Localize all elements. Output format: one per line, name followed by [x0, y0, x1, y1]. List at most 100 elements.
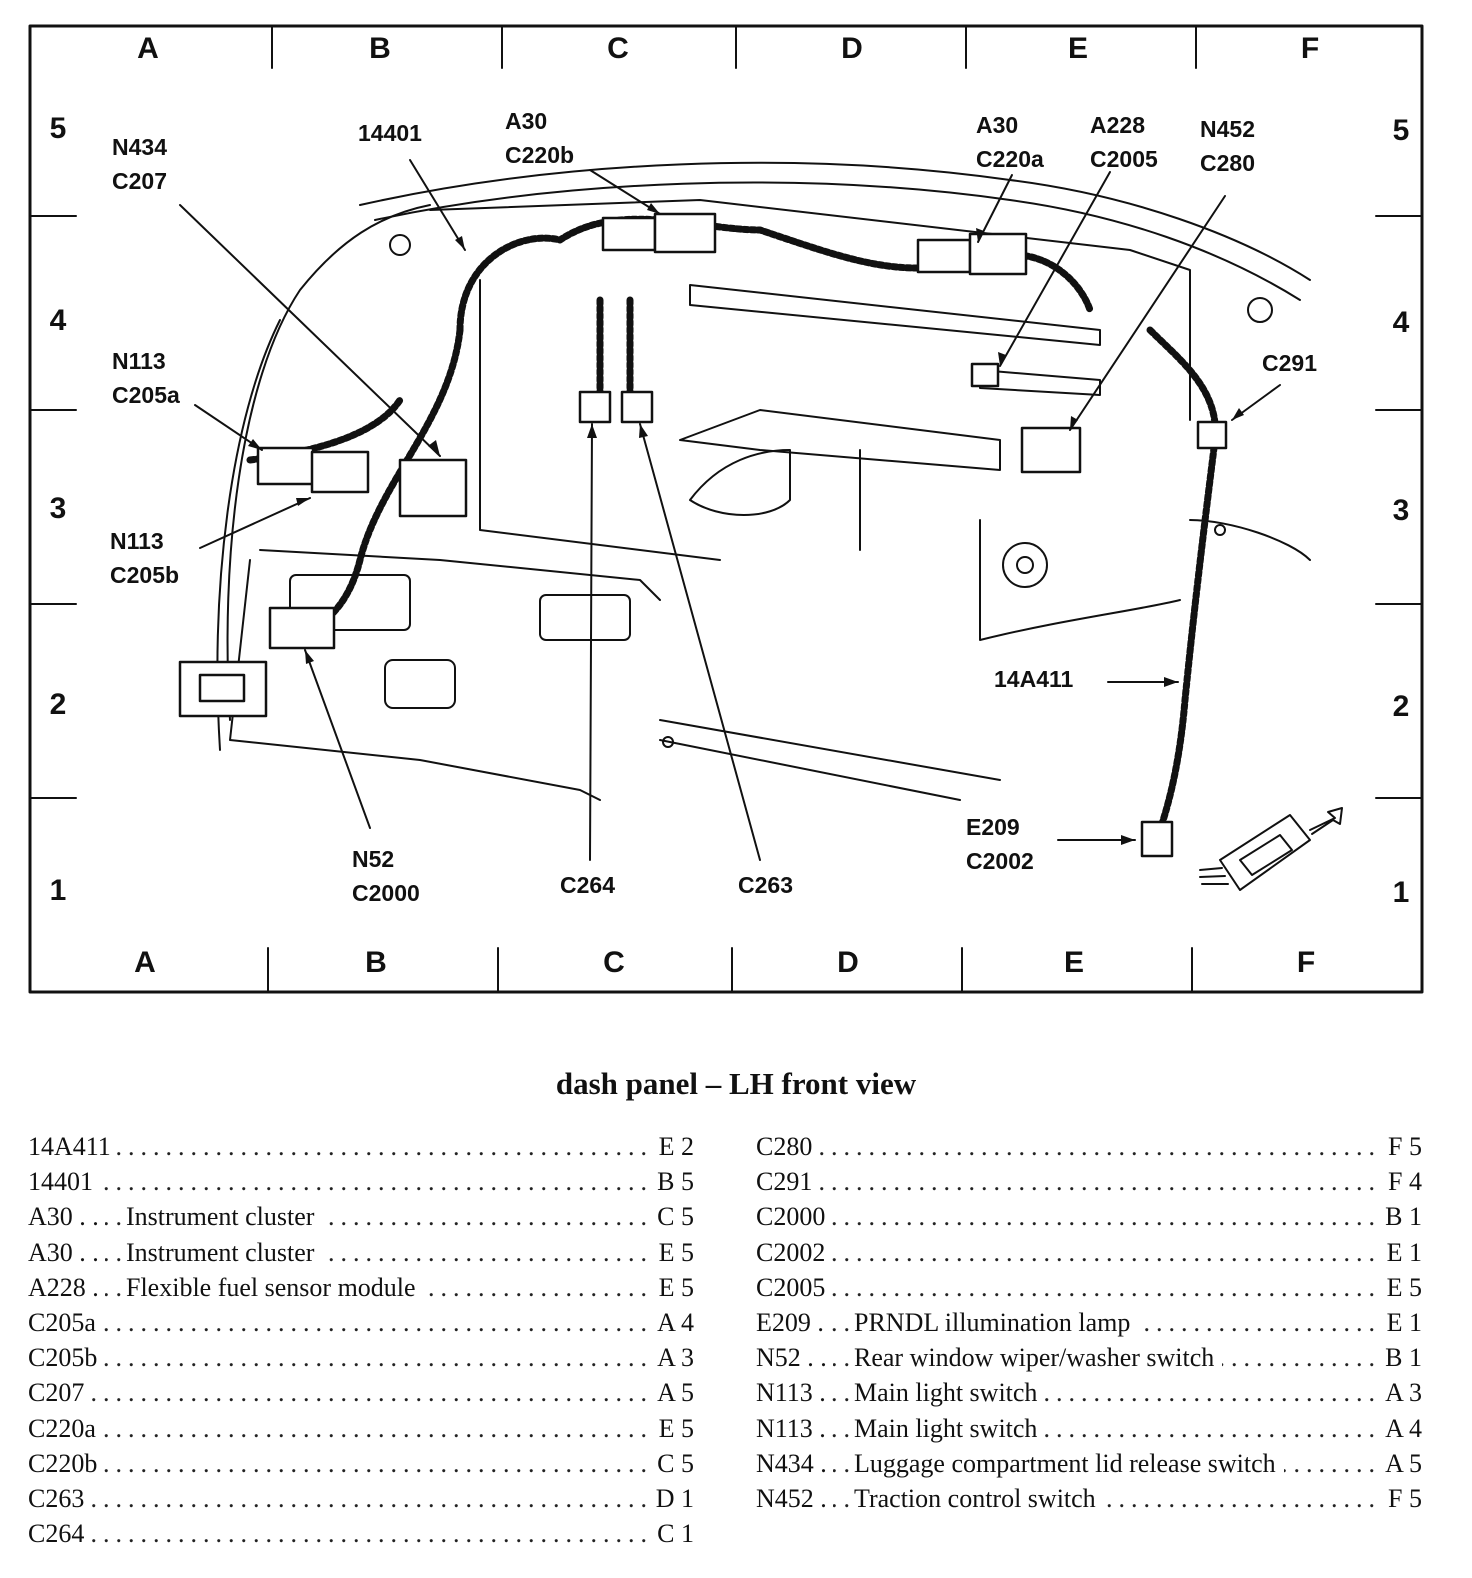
leader-dots: ........................................…	[28, 1483, 654, 1513]
legend-grid-location: E 5	[652, 1234, 694, 1270]
legend-row: ........................................…	[756, 1375, 1422, 1411]
legend-code: C263	[28, 1480, 91, 1516]
legend-description: Main light switch	[854, 1375, 1046, 1411]
connectors	[178, 212, 1228, 858]
legend-grid-location: F 5	[1382, 1480, 1422, 1516]
legend-row: ........................................…	[28, 1375, 694, 1411]
legend-description: Flexible fuel sensor module	[126, 1269, 424, 1305]
legend-description: Traction control switch	[854, 1480, 1104, 1516]
legend-grid-location: E 1	[1380, 1234, 1422, 1270]
grid-row-5-left: 5	[49, 112, 67, 145]
leader-dots: ........................................…	[28, 1519, 654, 1549]
callout-c291: C291	[1262, 350, 1317, 376]
grid-col-b-top: B	[369, 32, 391, 65]
legend-grid-location: D 1	[649, 1480, 694, 1516]
legend-grid-location: A 3	[651, 1340, 694, 1376]
legend-row: ........................................…	[756, 1480, 1422, 1516]
leader-dots: ........................................…	[28, 1413, 654, 1443]
legend-grid-location: B 5	[651, 1164, 694, 1200]
grid-col-f-bottom: F	[1296, 946, 1316, 979]
legend-code: C220a	[28, 1410, 102, 1446]
grid-col-a-bottom: A	[134, 946, 156, 979]
grid-row-4-left: 4	[49, 304, 67, 337]
legend-grid-location: B 1	[1379, 1340, 1422, 1376]
wiring-location-diagram: A B C D E F A B C D E F 5 4 3 2 1 5 4 3 …	[28, 24, 1424, 994]
leader-dots: ........................................…	[28, 1237, 654, 1267]
leader-dots: ........................................…	[28, 1448, 654, 1478]
legend-left-column: ........................................…	[28, 1129, 694, 1552]
leader-dots: ........................................…	[756, 1167, 1382, 1197]
legend-grid-location: B 1	[1379, 1199, 1422, 1235]
legend-description: Instrument cluster	[126, 1199, 323, 1235]
legend-grid-location: A 3	[1379, 1375, 1422, 1411]
legend-grid-location: F 5	[1382, 1129, 1422, 1164]
vehicle-orientation-icon	[1199, 807, 1343, 891]
legend-grid-location: E 5	[652, 1269, 694, 1305]
grid-dividers	[29, 25, 1423, 993]
diagram-caption: dash panel – LH front view	[555, 1066, 917, 1101]
legend-row: ........................................…	[28, 1516, 694, 1552]
leader-dots: ........................................…	[28, 1378, 654, 1408]
leader-dots: ........................................…	[756, 1202, 1382, 1232]
leader-dots: ........................................…	[28, 1307, 654, 1337]
dash-panel-outline	[216, 161, 1311, 801]
legend-row: ........................................…	[756, 1304, 1422, 1340]
grid-col-d-top: D	[841, 32, 863, 65]
legend-grid-location: A 4	[651, 1304, 694, 1340]
grid-row-4-right: 4	[1392, 306, 1410, 339]
arrow-heads	[248, 203, 1244, 845]
leader-dots: ........................................…	[28, 1343, 654, 1373]
legend-code: C205a	[28, 1304, 102, 1340]
leader-dots: ........................................…	[756, 1378, 1382, 1408]
grid-col-c-bottom: C	[603, 946, 625, 979]
legend-code: C220b	[28, 1445, 104, 1481]
grid-col-b-bottom: B	[365, 946, 387, 979]
legend-grid-location: A 4	[1379, 1410, 1422, 1446]
grid-col-e-top: E	[1067, 32, 1088, 65]
legend-grid-location: C 1	[651, 1516, 694, 1552]
legend-grid-location: E 2	[652, 1129, 694, 1164]
legend-code: A228 .	[28, 1269, 105, 1305]
grid-col-a-top: A	[137, 32, 159, 65]
leader-dots: ........................................…	[756, 1237, 1382, 1267]
legend-description: Luggage compartment lid release switch	[854, 1445, 1284, 1481]
grid-row-2-left: 2	[49, 688, 67, 721]
legend-code: C2005	[756, 1269, 832, 1305]
leader-dots: ........................................…	[756, 1272, 1382, 1302]
legend-grid-location: A 5	[651, 1375, 694, 1411]
legend-row: ........................................…	[756, 1445, 1422, 1481]
diagram-frame	[28, 24, 1424, 994]
legend-code: N434 .	[756, 1445, 833, 1481]
leader-dots: ........................................…	[756, 1413, 1382, 1443]
legend-grid-location: E 5	[652, 1410, 694, 1446]
legend-row: ........................................…	[756, 1164, 1422, 1200]
legend-code: 14A411	[28, 1129, 117, 1164]
legend-code: N113 .	[756, 1375, 832, 1411]
legend-code: N452 .	[756, 1480, 833, 1516]
grid-row-3-right: 3	[1392, 494, 1410, 527]
callout-c263: C263	[738, 872, 793, 898]
grid-col-c-top: C	[607, 32, 629, 65]
leader-dots: ........................................…	[28, 1202, 654, 1232]
callout-14a411: 14A411	[994, 666, 1074, 692]
leader-lines	[179, 159, 1281, 861]
legend-row: ........................................…	[756, 1199, 1422, 1235]
legend-description: Main light switch	[854, 1410, 1046, 1446]
legend-row: ........................................…	[28, 1304, 694, 1340]
legend-description: Instrument cluster	[126, 1234, 323, 1270]
legend-row: ........................................…	[28, 1340, 694, 1376]
legend-row: ........................................…	[756, 1410, 1422, 1446]
legend-code: C205b	[28, 1340, 104, 1376]
legend-code: E209 .	[756, 1304, 830, 1340]
legend-code: C207	[28, 1375, 91, 1411]
grid-row-1-right: 1	[1392, 876, 1410, 909]
legend-row: ........................................…	[28, 1234, 694, 1270]
